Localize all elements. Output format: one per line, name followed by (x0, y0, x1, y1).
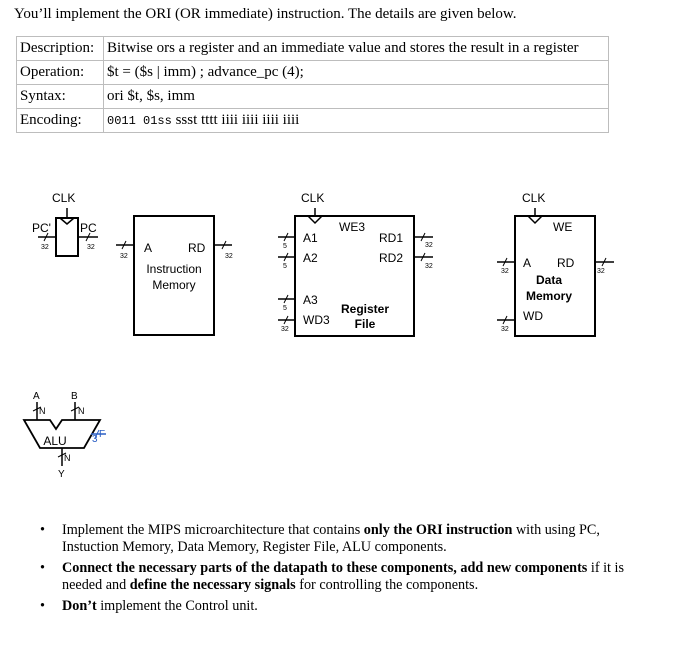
pc-clk-label: CLK (52, 191, 75, 205)
spec-row-operation: Operation: $t = ($s | imm) ; advance_pc … (16, 60, 609, 85)
pc-in-label: PC' (32, 221, 51, 235)
alu-in-a-label: A (33, 391, 40, 402)
description-value: Bitwise ors a register and an immediate … (103, 36, 609, 61)
task-1-text-bold: only the ORI instruction (363, 522, 513, 538)
alu-y-width: N (64, 453, 71, 463)
encoding-value: 0011 01ss ssst tttt iiii iiii iiii iiii (103, 108, 609, 133)
rf-a3-width: 5 (283, 305, 287, 312)
alu-symbol (22, 402, 106, 466)
alu-label: ALU (43, 434, 66, 448)
dm-a-width: 32 (501, 268, 509, 275)
rf-rd1-width: 32 (425, 242, 433, 249)
description-label: Description: (16, 36, 104, 61)
dm-name-line1: Data (536, 273, 562, 287)
task-2-text-bold2: define the necessary signals (129, 577, 296, 593)
rf-a2-label: A2 (303, 251, 318, 265)
task-1-text-pre: Implement the MIPS microarchitecture tha… (62, 522, 364, 538)
rf-a1-label: A1 (303, 231, 318, 245)
imem-port-rd: RD (188, 241, 206, 255)
imem-port-a: A (144, 241, 152, 255)
spec-row-encoding: Encoding: 0011 01ss ssst tttt iiii iiii … (16, 108, 609, 133)
alu-b-width: N (78, 406, 85, 416)
imem-name-line1: Instruction (146, 262, 201, 276)
register-file-block (278, 208, 433, 337)
rf-we3-label: WE3 (339, 220, 365, 234)
syntax-value: ori $t, $s, imm (103, 84, 609, 109)
rf-rd2-width: 32 (425, 263, 433, 270)
imem-out-width: 32 (225, 253, 233, 260)
alu-f-width: 3 (92, 434, 98, 445)
spec-row-description: Description: Bitwise ors a register and … (16, 36, 609, 61)
dm-port-a: A (523, 256, 531, 270)
task-item-2: • Connect the necessary parts of the data… (40, 560, 630, 594)
encoding-bits-opcode: 0011 01ss (107, 114, 172, 128)
alu-a-width: N (39, 406, 46, 416)
pc-out-label: PC (80, 221, 97, 235)
dm-port-rd: RD (557, 256, 575, 270)
encoding-bits-rest: ssst tttt iiii iiii iiii iiii (175, 112, 300, 128)
syntax-label: Syntax: (16, 84, 104, 109)
pc-out-width: 32 (87, 244, 95, 251)
dm-port-wd: WD (523, 309, 543, 323)
rf-name-line1: Register (341, 302, 389, 316)
rf-wd3-width: 32 (281, 326, 289, 333)
dm-we-label: WE (553, 220, 572, 234)
alu-in-b-label: B (71, 391, 78, 402)
data-memory-block (497, 208, 614, 337)
task-item-3: • Don’t implement the Control unit. (40, 598, 630, 615)
bullet-1: • (40, 522, 45, 538)
rf-rd2-label: RD2 (379, 251, 403, 265)
pc-register (38, 208, 98, 257)
dm-rd-width: 32 (597, 268, 605, 275)
dm-clk-label: CLK (522, 191, 545, 205)
datapath-components-diagram: CLK PC' PC 32 32 A RD Instruction Memory… (22, 191, 614, 480)
task-1-text-post: with using PC, Instuction Memory, Data M… (62, 522, 600, 555)
alu-out-y-label: Y (58, 469, 65, 480)
dm-name-line2: Memory (526, 289, 572, 303)
rf-a3-label: A3 (303, 293, 318, 307)
rf-a2-width: 5 (283, 263, 287, 270)
imem-in-width: 32 (120, 253, 128, 260)
operation-label: Operation: (16, 60, 104, 85)
rf-a1-width: 5 (283, 243, 287, 250)
bullet-3: • (40, 598, 45, 614)
instruction-spec-table: Description: Bitwise ors a register and … (16, 36, 609, 133)
alu-ctrl-f-label: F (99, 429, 105, 440)
instruction-memory-block (116, 215, 232, 336)
task-item-1: • Implement the MIPS microarchitecture th… (40, 522, 630, 556)
task-3-text-bold: Don’t (62, 598, 97, 614)
task-2-text-mid: if it is needed and (62, 560, 624, 593)
rf-name-line2: File (355, 317, 376, 331)
task-2-text-post: for controlling the components. (295, 577, 479, 593)
rf-rd1-label: RD1 (379, 231, 403, 245)
bullet-2: • (40, 560, 45, 576)
task-list: • Implement the MIPS microarchitecture th… (40, 522, 630, 619)
task-3-text-post: implement the Control unit. (96, 598, 258, 614)
imem-name-line2: Memory (152, 278, 195, 292)
rf-clk-label: CLK (301, 191, 324, 205)
task-2-text-bold1: Connect the necessary parts of the datap… (62, 560, 588, 576)
dm-wd-width: 32 (501, 326, 509, 333)
rf-wd3-label: WD3 (303, 313, 330, 327)
spec-row-syntax: Syntax: ori $t, $s, imm (16, 84, 609, 109)
intro-text: You’ll implement the ORI (OR immediate) … (14, 6, 517, 22)
operation-value: $t = ($s | imm) ; advance_pc (4); (103, 60, 609, 85)
pc-in-width: 32 (41, 244, 49, 251)
encoding-label: Encoding: (16, 108, 104, 133)
